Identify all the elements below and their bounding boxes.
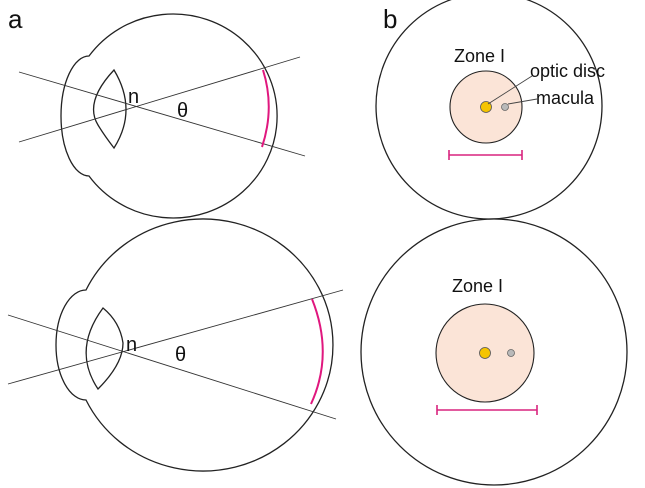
angle-label: θ — [175, 344, 186, 366]
scale-bar — [448, 150, 523, 160]
eye-globe-outline — [60, 13, 278, 219]
macula — [507, 349, 515, 357]
optic-disc-leader-line — [487, 75, 533, 105]
macula — [501, 103, 509, 111]
optic-disc — [480, 101, 492, 113]
macula-leader-line — [507, 98, 538, 105]
panel-label-a: a — [8, 4, 23, 34]
nodal-point-label: n — [128, 86, 139, 108]
fundus-view-bottom: Zone I — [360, 218, 628, 486]
light-ray — [7, 289, 344, 385]
optic-disc-label: optic disc — [530, 61, 605, 81]
lens-outline — [85, 307, 124, 391]
macula-label: macula — [536, 88, 595, 108]
nodal-point-label: n — [126, 334, 137, 356]
angle-label: θ — [177, 100, 188, 122]
eye-schematic-top: n θ — [18, 13, 306, 219]
eye-schematic-bottom: n θ — [7, 218, 344, 472]
retina-outline — [360, 218, 628, 486]
optic-disc — [479, 347, 491, 359]
zone-label: Zone I — [454, 46, 505, 66]
light-ray — [7, 314, 337, 420]
fundus-view-top: Zone I optic disc macula — [375, 0, 605, 220]
zone-label: Zone I — [452, 276, 503, 296]
lens-outline — [92, 68, 127, 150]
retina-arc — [310, 298, 324, 405]
scale-bar — [436, 405, 538, 415]
panel-label-b: b — [383, 4, 397, 34]
retina-arc — [261, 69, 270, 148]
light-ray — [18, 71, 306, 157]
light-ray — [18, 56, 301, 143]
eye-globe-outline — [55, 218, 334, 472]
